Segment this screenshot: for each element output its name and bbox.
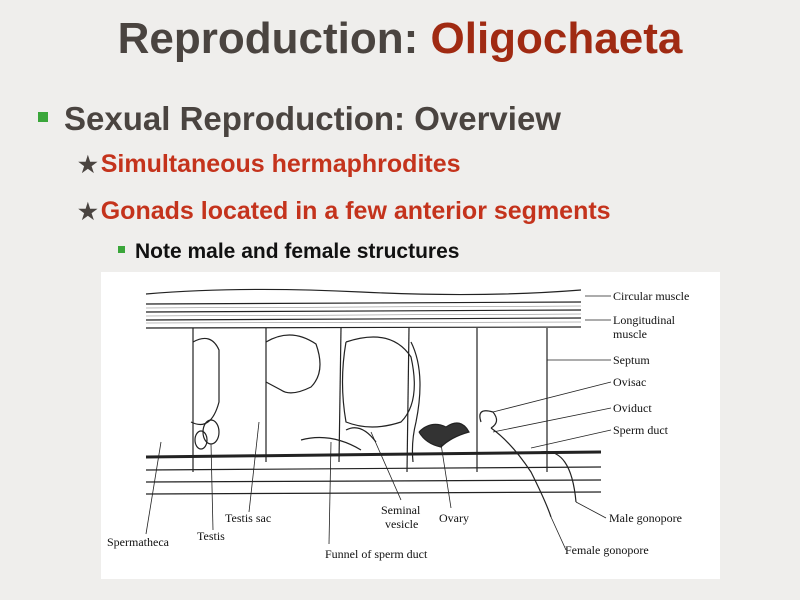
- subbullet-2-text: Gonads located in a few anterior segment…: [100, 197, 611, 225]
- label-ovisac: Ovisac: [613, 375, 646, 389]
- bullet-square-icon: [38, 112, 48, 123]
- diagram-svg: Circular muscle Longitudinal muscle Sept…: [107, 288, 689, 561]
- longitudinal-muscle-line: [145, 326, 582, 329]
- label-oviduct: Oviduct: [613, 401, 652, 415]
- ovisac-shape: [479, 410, 498, 429]
- note-bullet: Note male and female structures: [118, 240, 459, 264]
- label-sperm-duct: Sperm duct: [613, 423, 669, 437]
- label-seminal: Seminal: [381, 503, 421, 517]
- label-septum: Septum: [613, 353, 650, 367]
- label-funnel: Funnel of sperm duct: [325, 547, 428, 561]
- testis-shape: [202, 419, 220, 445]
- oligochaete-reproductive-diagram: Circular muscle Longitudinal muscle Sept…: [101, 272, 720, 579]
- label-ovary: Ovary: [439, 511, 469, 525]
- title-accent: Oligochaeta: [430, 14, 683, 63]
- bullet1-text: Sexual Reproduction: Overview: [64, 100, 561, 137]
- title-main: Reproduction:: [117, 14, 431, 63]
- septum-3: [338, 327, 342, 463]
- ventral-cord: [145, 450, 602, 459]
- septum-4: [406, 327, 410, 473]
- label-vesicle: vesicle: [385, 517, 418, 531]
- circular-muscle-line: [145, 301, 582, 305]
- subbullet-1-text: Simultaneous hermaphrodites: [100, 150, 461, 178]
- subbullet-hermaphrodites: ★Simultaneous hermaphrodites: [78, 150, 461, 179]
- slide-title: Reproduction: Oligochaeta: [0, 14, 800, 64]
- label-testis-sac: Testis sac: [225, 511, 271, 525]
- oviduct-line: [490, 427, 552, 518]
- label-spermatheca: Spermatheca: [107, 535, 170, 549]
- label-testis: Testis: [197, 529, 225, 543]
- bullet-sexual-reproduction: Sexual Reproduction: Overview: [38, 100, 561, 138]
- note-text: Note male and female structures: [135, 240, 460, 263]
- label-longitudinal: Longitudinal: [613, 313, 676, 327]
- bullet-square-icon: [118, 245, 125, 253]
- sac-1: [190, 337, 220, 426]
- body-wall-outer-line: [145, 288, 582, 296]
- label-female-gonopore: Female gonopore: [565, 543, 649, 557]
- male-duct-line: [540, 451, 577, 503]
- ovary-shape: [418, 422, 470, 448]
- seminal-vesicle-shape: [341, 336, 415, 428]
- star-icon: ★: [78, 199, 98, 224]
- testis-sac-shape: [265, 334, 321, 394]
- sperm-duct-funnel: [300, 436, 362, 451]
- label-male-gonopore: Male gonopore: [609, 511, 682, 525]
- subbullet-gonads: ★Gonads located in a few anterior segmen…: [78, 197, 611, 226]
- label-circular-muscle: Circular muscle: [613, 289, 689, 303]
- star-icon: ★: [78, 152, 98, 177]
- label-muscle: muscle: [613, 327, 647, 341]
